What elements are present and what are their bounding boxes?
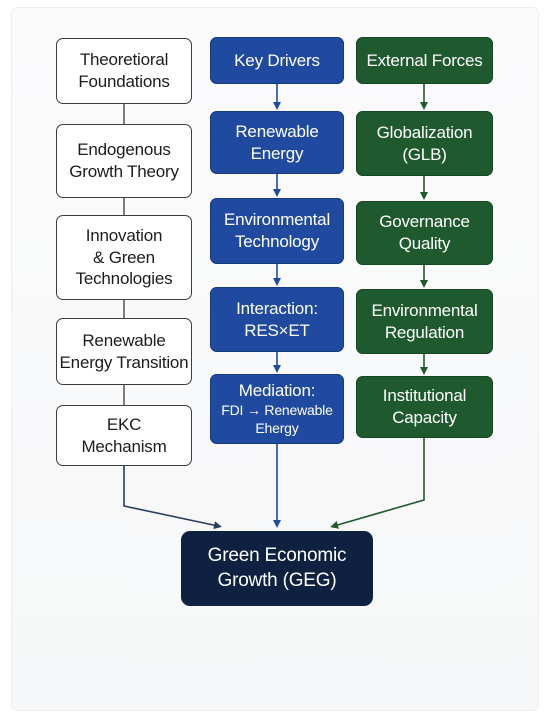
theory-box-endogenous: Endogenous Growth Theory: [56, 124, 192, 198]
theory-box-innovation: Innovation & Green Technologies: [56, 215, 192, 300]
force-box-governance: Governance Quality: [356, 201, 493, 265]
force-label: Globalization (GLB): [376, 122, 473, 164]
driver-box-renewable: Renewable Energy: [210, 111, 344, 174]
driver-box-envtech: Environmental Technology: [210, 198, 344, 264]
driver-label: Mediation:: [238, 381, 316, 401]
theory-box-ekc: EKC Mechanism: [56, 405, 192, 466]
theory-to-outcome-arrow: [123, 466, 222, 530]
theory-label: Innovation & Green Technologies: [75, 225, 173, 289]
driver-sublabel: FDI → Renewable Ehergy: [221, 401, 333, 436]
forces-header-box: External Forces: [356, 37, 493, 84]
theory-label: Renewable Energy Transition: [59, 330, 189, 372]
forces-header-label: External Forces: [366, 50, 483, 70]
theory-box-renewable-transition: Renewable Energy Transition: [56, 318, 192, 385]
driver-label: Interaction: RES×ET: [236, 298, 318, 340]
force-label: Environmental Regulation: [371, 300, 478, 342]
force-box-globalization: Globalization (GLB): [356, 111, 493, 176]
driver-label: Environmental Technology: [223, 210, 331, 251]
force-box-institutional: Institutional Capacity: [356, 376, 493, 438]
driver-label: Renewable Energy: [235, 121, 319, 163]
forces-to-outcome-arrow: [330, 438, 425, 529]
outcome-label: Green Economic Growth (GEG): [207, 545, 347, 591]
driver-box-mediation: Mediation: FDI → Renewable Ehergy: [210, 374, 344, 444]
drivers-header-box: Key Drivers: [210, 37, 344, 84]
theory-label: Theoretioral Foundations: [78, 50, 170, 91]
theory-label: EKC Mechanism: [81, 414, 167, 456]
force-label: Governance Quality: [379, 212, 470, 253]
force-box-regulation: Environmental Regulation: [356, 289, 493, 354]
force-label: Institutional Capacity: [382, 386, 467, 427]
drivers-header-label: Key Drivers: [234, 50, 320, 70]
driver-box-interaction: Interaction: RES×ET: [210, 287, 344, 352]
outcome-box-geg: Green Economic Growth (GEG): [181, 531, 373, 606]
theory-label: Endogenous Growth Theory: [69, 140, 179, 181]
theory-box-foundations: Theoretioral Foundations: [56, 38, 192, 104]
